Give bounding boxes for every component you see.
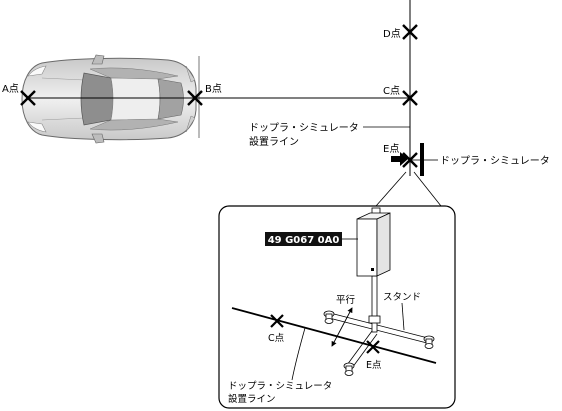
- parallel-label: 平行: [336, 294, 356, 306]
- simulator-label: ドップラ・シミュレータ: [440, 155, 550, 167]
- stand-label: スタンド: [383, 292, 421, 303]
- inset-install-line-label-line2: 設置ライン: [228, 393, 276, 405]
- stand-caster: [343, 362, 355, 376]
- stand-caster: [323, 310, 335, 324]
- install-line-label-line1: ドップラ・シミュレータ: [249, 122, 359, 134]
- vehicle-roof: [110, 77, 161, 121]
- vehicle-taillight: [185, 65, 196, 83]
- vehicle-mirror: [91, 133, 105, 144]
- simulator-indicator: [371, 268, 374, 271]
- point-e-label: E点: [383, 143, 399, 155]
- point-d-marker: [402, 24, 418, 40]
- vehicle-side-window: [89, 67, 179, 80]
- stand-pole: [371, 275, 378, 333]
- inset-install-line-leader: [291, 327, 306, 381]
- point-c-label: C点: [383, 85, 400, 97]
- inset-point-c-label: C点: [268, 333, 285, 344]
- stand-leader: [401, 302, 405, 331]
- detail-inset-frame: [218, 205, 456, 409]
- install-line-label-line2: 設置ライン: [249, 135, 299, 148]
- point-b-label: B点: [205, 83, 222, 95]
- parallel-arrow: [331, 307, 353, 347]
- vehicle-hood-line: [41, 77, 85, 81]
- vehicle-windshield: [80, 72, 114, 126]
- vehicle-rear-window: [157, 78, 184, 120]
- inset-point-e-label: E点: [366, 360, 382, 371]
- point-a-label: A点: [2, 83, 19, 95]
- part-number-text: 49 G067 0A0: [268, 235, 340, 246]
- stand-clamp: [368, 315, 381, 324]
- point-b-marker: [187, 90, 203, 106]
- inset-point-c-marker: [270, 314, 284, 328]
- doppler-simulator-unit: [356, 207, 391, 277]
- vehicle-headlight: [27, 121, 47, 133]
- point-d-label: D点: [383, 28, 401, 40]
- vehicle-mirror: [91, 54, 105, 65]
- inset-install-line-label-line1: ドップラ・シミュレータ: [228, 381, 332, 392]
- vehicle-taillight: [185, 115, 196, 133]
- simulator-side-face: [376, 212, 391, 277]
- inset-leader-right: [413, 171, 442, 207]
- simulator-front-face: [356, 218, 378, 277]
- stand-leg: [351, 333, 378, 369]
- inset-point-e-marker: [366, 340, 380, 354]
- placement-arrow: [391, 152, 408, 166]
- stand-caster: [423, 335, 435, 349]
- inset-leader-left: [375, 171, 407, 207]
- part-number-tag: [265, 232, 342, 246]
- point-c-marker: [402, 90, 418, 106]
- vehicle-top-view: [21, 54, 197, 144]
- doppler-simulator-top-view: [420, 143, 424, 176]
- stand-leg: [346, 330, 373, 366]
- vehicle-headlight: [27, 65, 47, 77]
- vehicle-side-window: [89, 118, 179, 131]
- point-a-marker: [20, 90, 36, 106]
- vehicle-hood-line: [41, 117, 85, 121]
